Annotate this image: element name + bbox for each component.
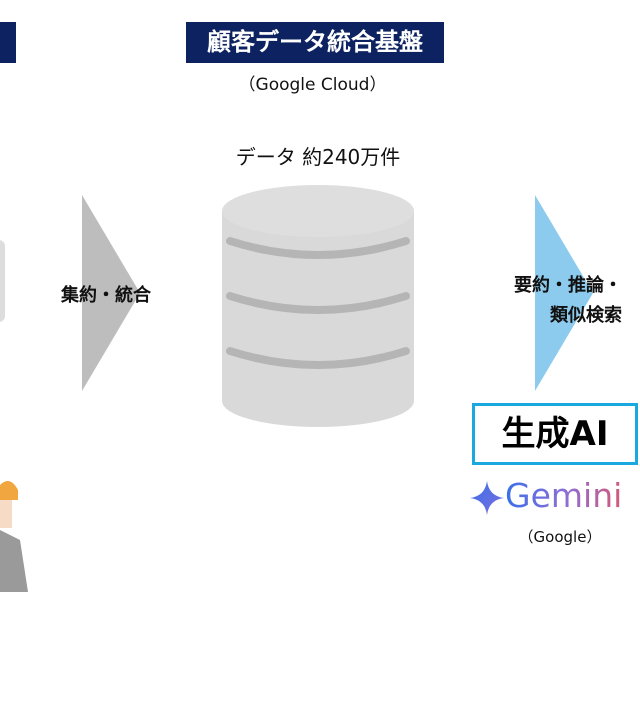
aggregate-label: 集約・統合 <box>61 285 151 306</box>
worker-illustration <box>0 481 28 592</box>
right-arrow-icon <box>535 195 593 391</box>
data-count-label: データ 約240万件 <box>235 145 401 169</box>
summary-label-line2: 類似検索 <box>550 305 622 326</box>
gemini-sparkle-icon <box>470 481 504 515</box>
gemini-logo: Gemini <box>505 476 623 515</box>
database-cylinder-icon <box>222 185 414 427</box>
gemini-provider: （Google） <box>518 528 602 546</box>
left-database-partial <box>0 240 5 322</box>
platform-subtitle: （Google Cloud） <box>238 75 387 95</box>
page-title: 顧客データ統合基盤 <box>186 22 444 63</box>
generative-ai-box: 生成AI <box>472 403 638 465</box>
summary-label-line1: 要約・推論・ <box>514 275 622 296</box>
left-arrow-icon <box>82 195 140 391</box>
summary-label: 要約・推論・ 類似検索 <box>470 271 622 331</box>
left-section-banner <box>0 22 16 63</box>
